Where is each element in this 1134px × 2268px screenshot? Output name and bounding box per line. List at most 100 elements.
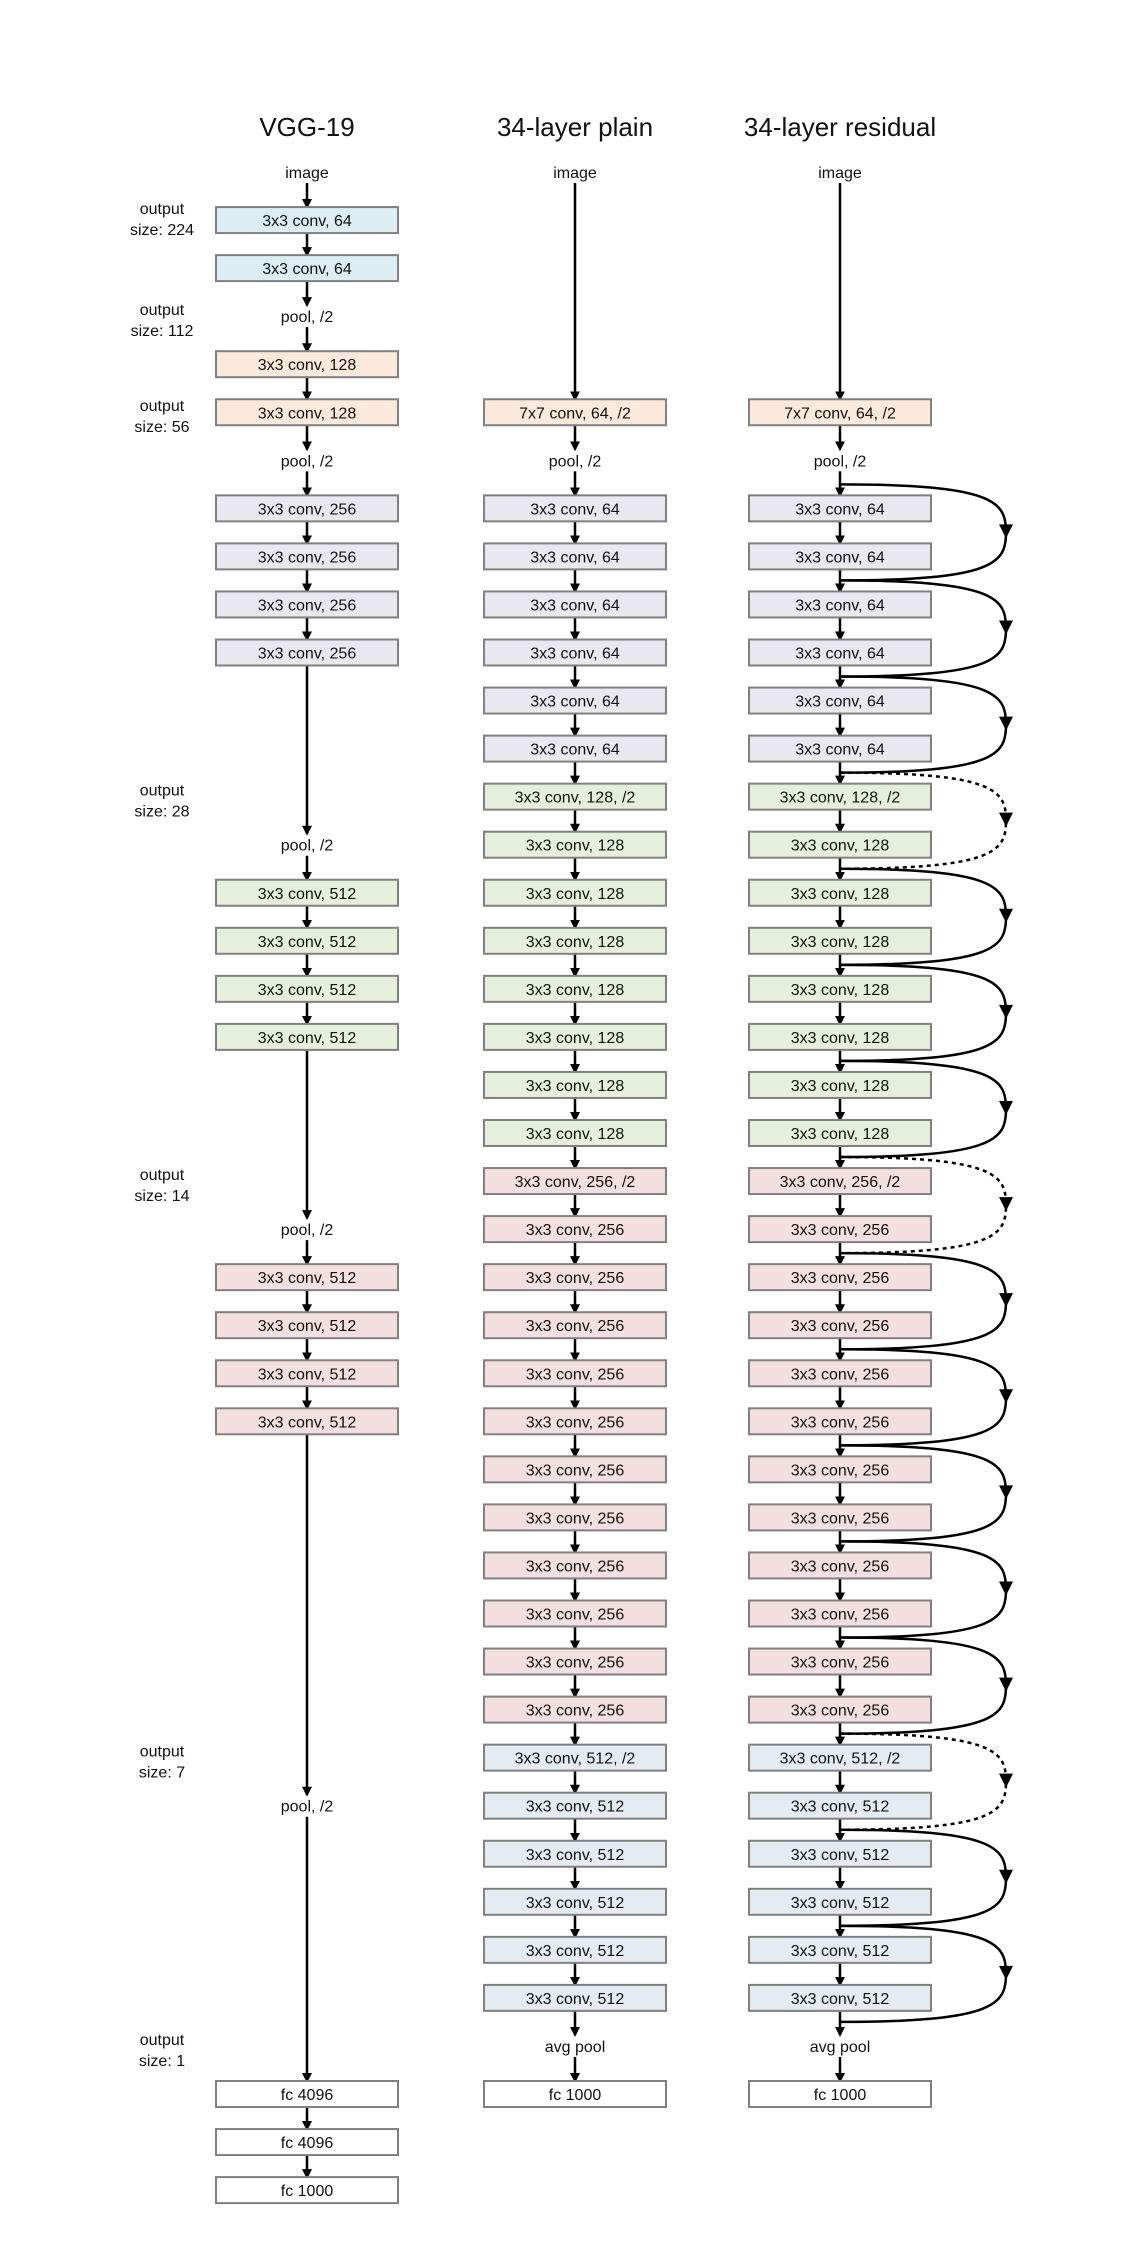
shortcut-arrowhead (999, 1293, 1013, 1308)
res-layer-text: pool, /2 (814, 453, 867, 470)
res-layer-box: 3x3 conv, 128 (748, 1119, 932, 1147)
plain-layer-box: 3x3 conv, 128 (483, 974, 667, 1003)
plain-layer-text: 3x3 conv, 512 (526, 1991, 625, 2008)
output-size-line2: size: 1 (139, 2053, 185, 2070)
shortcut-arrowhead (999, 620, 1013, 635)
flow-arrows (302, 183, 845, 2180)
res-layer-rect (748, 1791, 932, 1820)
res-layer-rect (748, 974, 932, 1003)
shortcut-arrowhead (999, 1773, 1013, 1788)
res-layer-box: 3x3 conv, 128 (748, 974, 932, 1003)
res-layer-box: 3x3 conv, 128 (748, 878, 932, 907)
plain-layer-text: 3x3 conv, 256 (526, 1222, 625, 1239)
res-layer-rect (748, 1070, 932, 1099)
plain-layer-box: 3x3 conv, 512 (483, 1839, 667, 1868)
plain-layer-text: fc 1000 (549, 2087, 602, 2104)
vgg-layer-text: 3x3 conv, 256 (258, 646, 357, 663)
plain-layer-rect (483, 1983, 667, 2012)
res-layer-rect (748, 1887, 932, 1916)
plain-layer-text: 3x3 conv, 256, /2 (515, 1174, 636, 1191)
plain-layer-text: 3x3 conv, 64 (530, 549, 620, 566)
shortcut-arrowhead (999, 1197, 1013, 1212)
shortcut-arrowhead (999, 1485, 1013, 1500)
res-layer-rect (748, 734, 932, 763)
res-layer-box: 3x3 conv, 256, /2 (748, 1167, 932, 1196)
output-size-line1: output (140, 302, 185, 319)
plain-layer-rect (483, 686, 667, 715)
column-title-vgg: VGG-19 (259, 112, 354, 142)
vgg-layer-text: 3x3 conv, 512 (258, 934, 357, 951)
res-layer-box: 3x3 conv, 512 (748, 1791, 932, 1820)
shortcut-connections (839, 483, 1013, 2024)
plain-layer-rect (483, 878, 667, 907)
vgg-layer-box: 3x3 conv, 256 (215, 542, 399, 571)
res-layer-text: 3x3 conv, 256 (791, 1318, 890, 1335)
res-layer-box: 3x3 conv, 64 (748, 590, 932, 619)
vgg-layer-text: image (285, 165, 329, 182)
shortcut-arrowhead (999, 716, 1013, 731)
res-layer-rect (748, 1022, 932, 1051)
res-layer-text: 3x3 conv, 256 (791, 1414, 890, 1431)
res-layer-text: 3x3 conv, 512 (791, 1991, 890, 2008)
vgg-layer-box: 3x3 conv, 512 (215, 1311, 399, 1340)
vgg-layer-text: 3x3 conv, 512 (258, 1030, 357, 1047)
res-layer-box: 3x3 conv, 512 (748, 1887, 932, 1916)
res-layer-text: 3x3 conv, 64 (795, 742, 885, 759)
plain-layer-text: 3x3 conv, 128 (526, 838, 625, 855)
vgg-layer-box: 3x3 conv, 64 (215, 254, 399, 283)
vgg-layer-rect (215, 1263, 399, 1292)
vgg-layer-rect (215, 590, 399, 619)
plain-layer-text: 3x3 conv, 64 (530, 694, 620, 711)
vgg-layer-label: pool, /2 (281, 838, 334, 855)
plain-layer-text: 3x3 conv, 256 (526, 1270, 625, 1287)
res-layer-box: 3x3 conv, 256 (748, 1551, 932, 1580)
res-layer-rect (748, 686, 932, 715)
res-layer-text: 3x3 conv, 64 (795, 694, 885, 711)
plain-layer-rect (483, 1167, 667, 1196)
vgg-layer-rect (215, 2176, 399, 2205)
plain-layer-box: 3x3 conv, 256 (483, 1551, 667, 1580)
output-size-line2: size: 14 (134, 1188, 189, 1205)
vgg-layer-rect (215, 206, 399, 235)
res-layer-text: 3x3 conv, 256 (791, 1510, 890, 1527)
vgg-layer-text: 3x3 conv, 256 (258, 501, 357, 518)
res-layer-box: 3x3 conv, 64 (748, 494, 932, 523)
plain-layer-box: 3x3 conv, 512 (483, 1791, 667, 1820)
shortcut-arrowhead (999, 524, 1013, 539)
res-layer-text: 3x3 conv, 128 (791, 934, 890, 951)
vgg-layer-text: pool, /2 (281, 838, 334, 855)
vgg-layer-text: pool, /2 (281, 1222, 334, 1239)
vgg-layer-box: 3x3 conv, 256 (215, 638, 399, 667)
plain-layer-text: 3x3 conv, 128 (526, 982, 625, 999)
res-layer-box: 3x3 conv, 512 (748, 1983, 932, 2012)
res-layer-text: 3x3 conv, 128 (791, 886, 890, 903)
res-layer-box: 3x3 conv, 256 (748, 1647, 932, 1676)
res-layer-box: 3x3 conv, 64 (748, 638, 932, 667)
plain-layer-rect (483, 1695, 667, 1724)
plain-layer-box: 3x3 conv, 256 (483, 1455, 667, 1484)
res-layer-text: 3x3 conv, 256 (791, 1462, 890, 1479)
vgg-layer-text: 3x3 conv, 512 (258, 1366, 357, 1383)
plain-layer-text: 3x3 conv, 128 (526, 1030, 625, 1047)
plain-layer-text: 3x3 conv, 64 (530, 597, 620, 614)
vgg-layer-box: 3x3 conv, 512 (215, 974, 399, 1003)
res-layer-rect (748, 2080, 932, 2108)
shortcut-arrowhead (999, 1581, 1013, 1596)
res-layer-box: 3x3 conv, 256 (748, 1599, 932, 1628)
plain-layer-rect (483, 1070, 667, 1099)
res-layer-box: 3x3 conv, 256 (748, 1311, 932, 1340)
plain-layer-text: 3x3 conv, 256 (526, 1655, 625, 1672)
vgg-layer-box: 3x3 conv, 128 (215, 350, 399, 379)
output-size-line1: output (140, 1167, 185, 1184)
res-layer-box: 3x3 conv, 256 (748, 1263, 932, 1292)
res-layer-text: 3x3 conv, 128, /2 (780, 790, 901, 807)
res-layer-rect (748, 1263, 932, 1292)
plain-layer-text: 3x3 conv, 64 (530, 646, 620, 663)
plain-layer-box: fc 1000 (483, 2080, 667, 2108)
vgg-layer-text: 3x3 conv, 512 (258, 1270, 357, 1287)
plain-layer-label: avg pool (545, 2039, 606, 2056)
